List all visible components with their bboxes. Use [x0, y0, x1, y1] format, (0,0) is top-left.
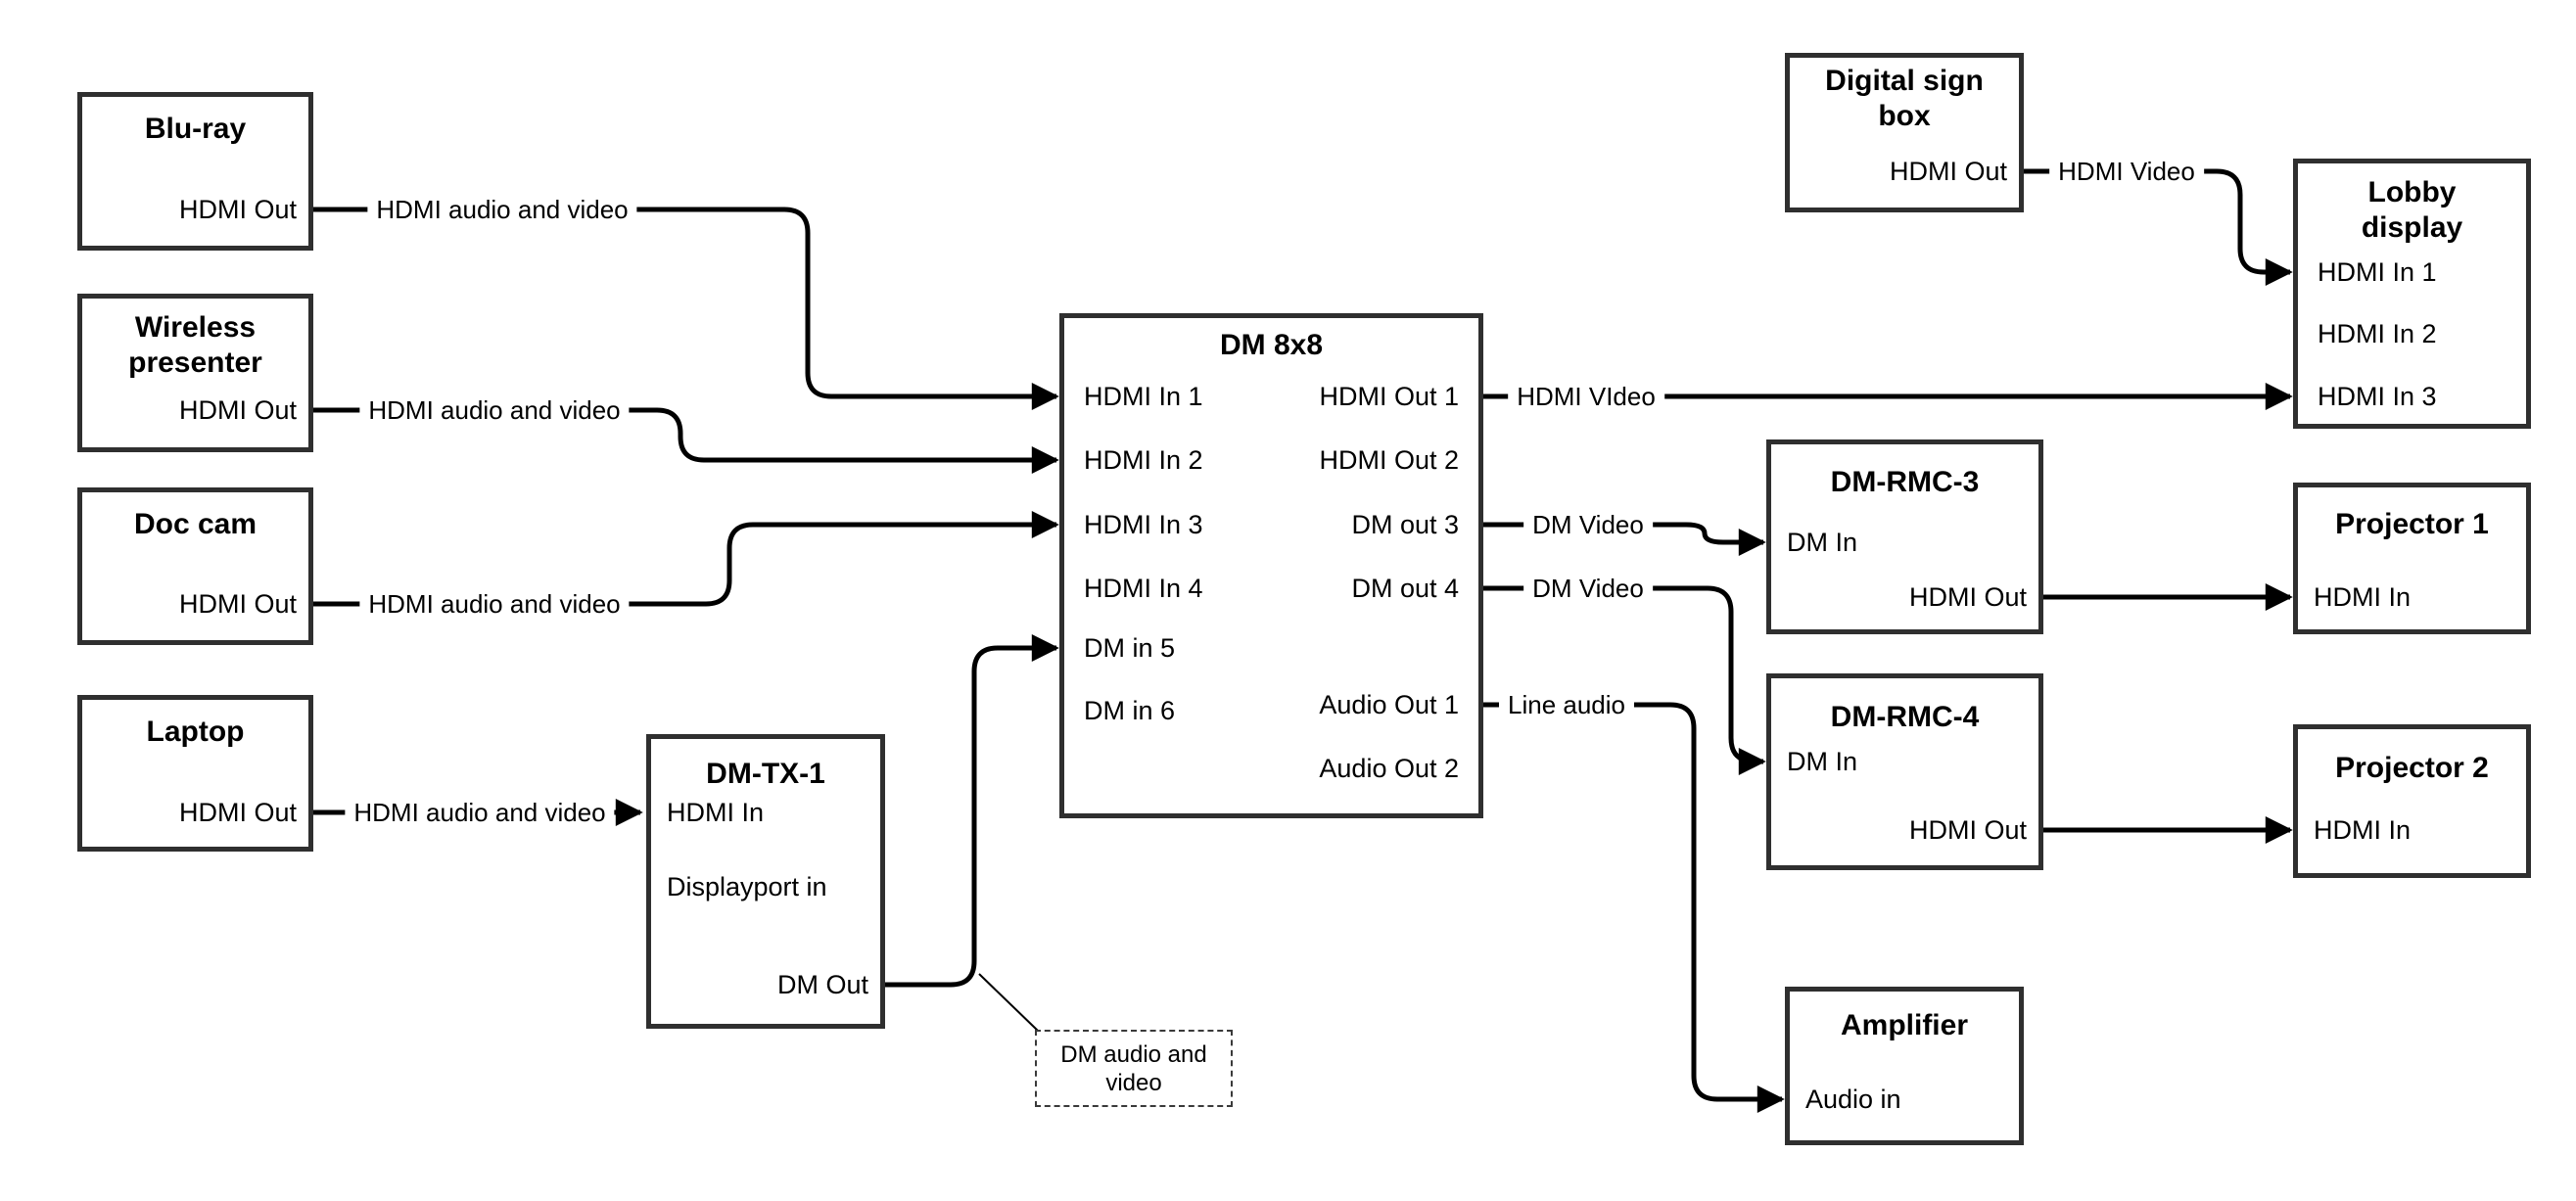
node-projector-2: Projector 2 HDMI In [2293, 724, 2531, 878]
node-dm-8x8-port-hdmi-out-1: HDMI Out 1 [1319, 382, 1459, 411]
wire-doccam-to-dm8x8-in3 [313, 511, 1059, 607]
node-doc-cam-port-hdmi-out: HDMI Out [178, 589, 297, 619]
wire-digitalsign-to-lobby-in1 [2024, 168, 2293, 286]
node-dm-rmc-4-port-dm-in: DM In [1787, 747, 1858, 776]
node-dm-rmc-4-port-hdmi-out: HDMI Out [1908, 815, 2027, 845]
node-dm-8x8-port-audio-out-2: Audio Out 2 [1319, 754, 1459, 783]
node-dm-tx-1-port-dm-out: DM Out [776, 970, 868, 999]
node-projector-1-port-hdmi-in: HDMI In [2314, 582, 2412, 612]
wire-dmtx1-to-dm8x8-in5 [885, 634, 1059, 988]
node-dm-8x8-port-hdmi-out-2: HDMI Out 2 [1319, 445, 1459, 475]
node-dm-8x8-port-hdmi-in-2: HDMI In 2 [1084, 445, 1203, 475]
node-dm-rmc-4: DM-RMC-4 DM In HDMI Out [1766, 673, 2043, 870]
wire-label-dm-video-out3: DM Video [1523, 509, 1653, 540]
node-dm-rmc-3-port-hdmi-out: HDMI Out [1908, 582, 2027, 612]
node-doc-cam: Doc cam HDMI Out [77, 487, 313, 645]
node-dm-tx-1-title: DM-TX-1 [706, 758, 825, 790]
node-dm-8x8-title: DM 8x8 [1219, 329, 1324, 361]
node-dm-8x8-port-dm-in-6: DM in 6 [1084, 696, 1176, 725]
callout-leader-line [978, 973, 1039, 1032]
node-laptop-port-hdmi-out: HDMI Out [178, 798, 297, 827]
node-bluray-title: Blu-ray [144, 113, 247, 145]
node-dm-8x8-port-audio-out-1: Audio Out 1 [1319, 690, 1459, 719]
node-dm-rmc-4-title: DM-RMC-4 [1830, 701, 1980, 733]
node-laptop: Laptop HDMI Out [77, 695, 313, 852]
node-wireless-presenter: Wireless presenter HDMI Out [77, 294, 313, 452]
wire-label-wireless-hdmi: HDMI audio and video [359, 394, 630, 426]
wire-label-bluray-hdmi: HDMI audio and video [367, 194, 637, 225]
callout-dm-audio-and-video: DM audio and video [1035, 1030, 1233, 1107]
node-amplifier: Amplifier Audio in [1785, 987, 2024, 1145]
node-wireless-presenter-title: Wireless presenter [128, 311, 262, 379]
wire-label-laptop-hdmi: HDMI audio and video [345, 797, 615, 828]
node-dm-rmc-3: DM-RMC-3 DM In HDMI Out [1766, 439, 2043, 634]
wire-dm8x8-out3-to-dmrmc3 [1483, 522, 1766, 556]
node-dm-tx-1: DM-TX-1 HDMI In Displayport in DM Out [646, 734, 885, 1029]
wire-dm8x8-out4-to-dmrmc4 [1483, 585, 1766, 775]
wire-label-hdmi-video-out1: HDMI VIdeo [1508, 381, 1664, 412]
node-dm-8x8-port-dm-out-4: DM out 4 [1351, 574, 1459, 603]
node-lobby-display-port-hdmi-in-1: HDMI In 1 [2318, 257, 2437, 287]
node-dm-tx-1-port-displayport-in: Displayport in [667, 872, 827, 901]
node-dm-8x8-port-dm-in-5: DM in 5 [1084, 633, 1176, 663]
node-amplifier-port-audio-in: Audio in [1805, 1085, 1901, 1114]
wire-label-doccam-hdmi: HDMI audio and video [359, 588, 630, 620]
wire-label-dm-video-out4: DM Video [1523, 573, 1653, 604]
node-wireless-presenter-port-hdmi-out: HDMI Out [178, 395, 297, 425]
node-amplifier-title: Amplifier [1840, 1009, 1969, 1041]
wire-label-hdmi-video-sign: HDMI Video [2049, 156, 2204, 187]
node-digital-sign-box: Digital sign box HDMI Out [1785, 53, 2024, 212]
node-bluray-port-hdmi-out: HDMI Out [178, 195, 297, 224]
wire-wireless-to-dm8x8-in2 [313, 407, 1059, 474]
node-bluray: Blu-ray HDMI Out [77, 92, 313, 251]
node-dm-rmc-3-port-dm-in: DM In [1787, 528, 1858, 557]
wire-label-line-audio: Line audio [1499, 689, 1634, 720]
node-dm-8x8-port-hdmi-in-4: HDMI In 4 [1084, 574, 1203, 603]
node-digital-sign-box-title: Digital sign box [1825, 65, 1984, 132]
node-dm-8x8-port-dm-out-3: DM out 3 [1351, 510, 1459, 539]
wire-dm8x8-audio1-to-amp [1483, 702, 1785, 1113]
node-doc-cam-title: Doc cam [133, 508, 258, 540]
node-lobby-display: Lobby display HDMI In 1 HDMI In 2 HDMI I… [2293, 159, 2531, 429]
node-projector-1-title: Projector 1 [2335, 508, 2489, 540]
node-digital-sign-box-port-hdmi-out: HDMI Out [1889, 157, 2007, 186]
node-projector-2-title: Projector 2 [2335, 752, 2489, 784]
node-projector-2-port-hdmi-in: HDMI In [2314, 815, 2412, 845]
node-dm-tx-1-port-hdmi-in: HDMI In [667, 798, 765, 827]
node-dm-8x8: DM 8x8 HDMI In 1 HDMI In 2 HDMI In 3 HDM… [1059, 313, 1483, 818]
wire-bluray-to-dm8x8-in1 [313, 207, 1059, 410]
node-lobby-display-port-hdmi-in-2: HDMI In 2 [2318, 319, 2437, 348]
node-dm-8x8-port-hdmi-in-1: HDMI In 1 [1084, 382, 1203, 411]
node-lobby-display-title: Lobby display [2361, 176, 2463, 244]
node-dm-rmc-3-title: DM-RMC-3 [1830, 466, 1980, 498]
node-dm-8x8-port-hdmi-in-3: HDMI In 3 [1084, 510, 1203, 539]
node-lobby-display-port-hdmi-in-3: HDMI In 3 [2318, 382, 2437, 411]
node-laptop-title: Laptop [146, 716, 245, 748]
node-projector-1: Projector 1 HDMI In [2293, 483, 2531, 634]
